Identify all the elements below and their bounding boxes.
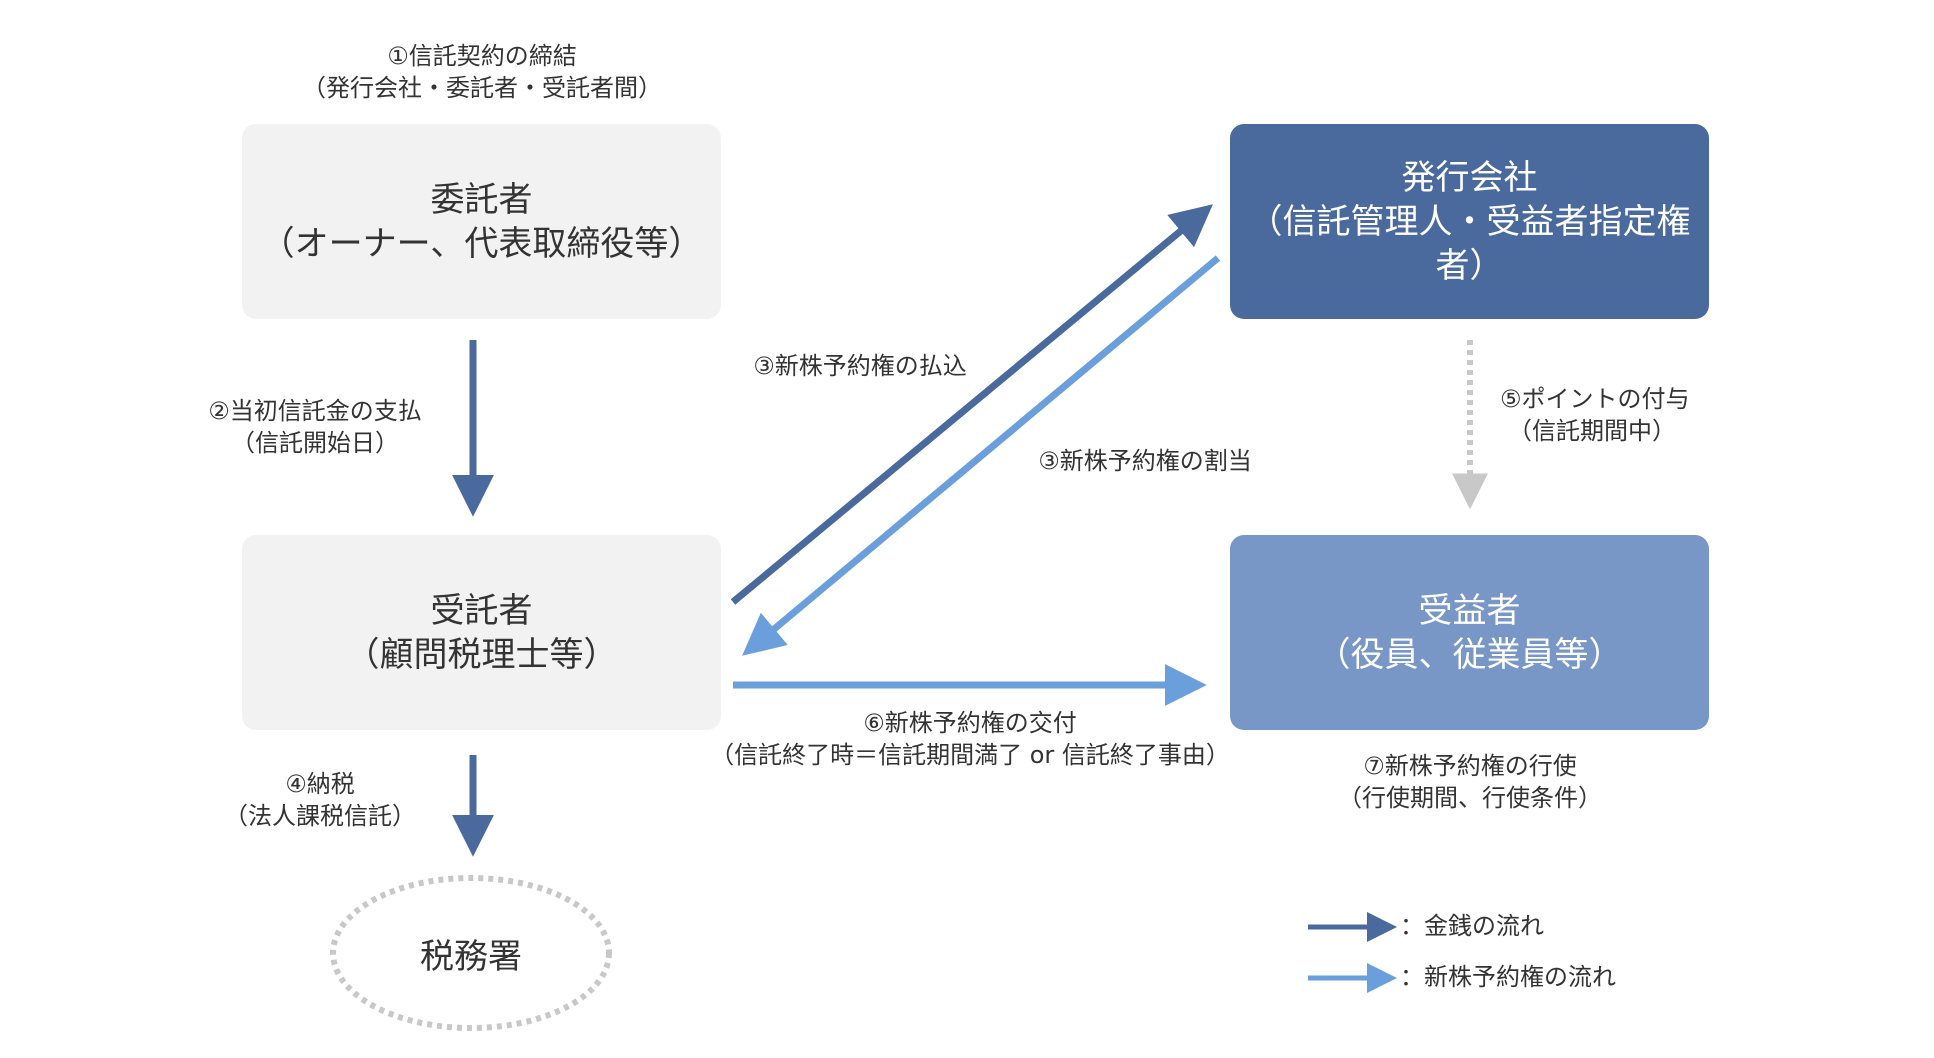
label-tax-payment-line1: ④納税 — [285, 770, 355, 798]
issuer-subtitle: （信託管理人・受益者指定権者） — [1248, 201, 1691, 286]
label-trust-contract: ①信託契約の締結 （発行会社・委託者・受託者間） — [272, 40, 692, 104]
label-stock-payment: ③新株予約権の払込 — [730, 350, 990, 382]
label-stock-delivery-line2: （信託終了時＝信託期間満了 or 信託終了事由） — [710, 741, 1230, 769]
trustee-title: 受託者 — [430, 590, 533, 631]
issuer-box: 発行会社 （信託管理人・受益者指定権者） — [1230, 124, 1709, 319]
arrow-stock-payment — [730, 204, 1213, 605]
label-stock-exercise-line1: ⑦新株予約権の行使 — [1363, 752, 1577, 780]
trustee-subtitle: （顧問税理士等） — [345, 634, 618, 675]
label-tax-payment-line2: （法人課税信託） — [224, 802, 416, 830]
settlor-subtitle: （オーナー、代表取締役等） — [260, 223, 703, 264]
beneficiary-box: 受益者 （役員、従業員等） — [1230, 535, 1709, 730]
label-initial-payment: ②当初信託金の支払 （信託開始日） — [190, 395, 440, 459]
label-point-grant-line1: ⑤ポイントの付与 — [1500, 385, 1690, 413]
label-trust-contract-line1: ①信託契約の締結 — [387, 42, 577, 70]
tax-office: 税務署 — [420, 936, 522, 977]
issuer-title: 発行会社 — [1401, 157, 1538, 198]
tax-office-outline — [330, 875, 612, 1031]
arrow-stock-allocation — [742, 255, 1221, 656]
settlor-box: 委託者 （オーナー、代表取締役等） — [242, 124, 721, 319]
label-initial-payment-line1: ②当初信託金の支払 — [208, 397, 422, 425]
label-point-grant-line2: （信託期間中） — [1508, 417, 1676, 445]
beneficiary-title: 受益者 — [1418, 590, 1521, 631]
legend-stock-label: ：新株予約権の流れ — [1400, 963, 1616, 991]
trustee-box: 受託者 （顧問税理士等） — [242, 535, 721, 730]
label-stock-delivery-line1: ⑥新株予約権の交付 — [863, 709, 1077, 737]
label-tax-payment: ④納税 （法人課税信託） — [210, 768, 430, 832]
label-trust-contract-line2: （発行会社・委託者・受託者間） — [302, 74, 662, 102]
label-stock-exercise-line2: （行使期間、行使条件） — [1338, 784, 1602, 812]
settlor-title: 委託者 — [430, 179, 533, 220]
label-stock-exercise: ⑦新株予約権の行使 （行使期間、行使条件） — [1320, 750, 1620, 814]
label-stock-payment-line1: ③新株予約権の払込 — [753, 352, 967, 380]
label-stock-allocation: ③新株予約権の割当 — [1015, 445, 1275, 477]
beneficiary-subtitle: （役員、従業員等） — [1316, 634, 1623, 675]
label-initial-payment-line2: （信託開始日） — [231, 429, 399, 457]
label-stock-delivery: ⑥新株予約権の交付 （信託終了時＝信託期間満了 or 信託終了事由） — [695, 707, 1245, 771]
label-stock-allocation-line1: ③新株予約権の割当 — [1038, 447, 1252, 475]
label-point-grant: ⑤ポイントの付与 （信託期間中） — [1500, 383, 1740, 447]
legend-money-label: ：金銭の流れ — [1400, 912, 1544, 940]
